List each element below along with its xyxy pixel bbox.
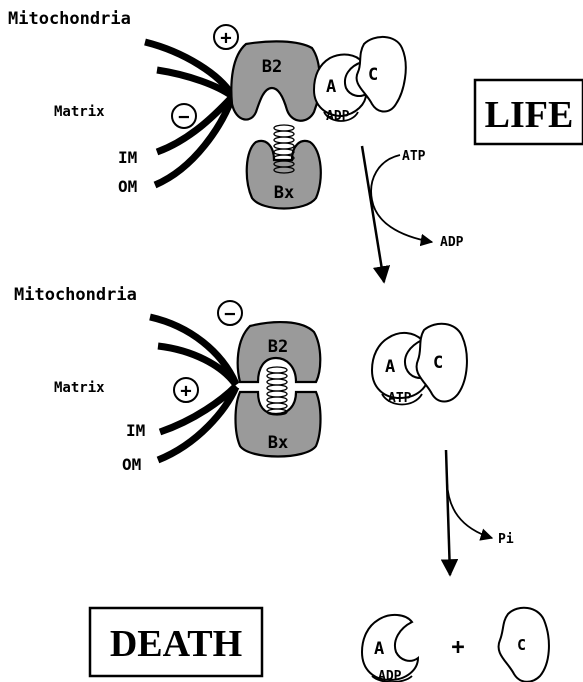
pi-out-label: Pi: [498, 532, 514, 547]
c-label: C: [433, 353, 443, 373]
panel-life: Mitochondria + − Matrix IM OM B2 Bx: [8, 9, 583, 209]
im-label: IM: [126, 421, 145, 440]
panel-death: DEATH A ADP + C: [90, 608, 549, 682]
om-label: OM: [118, 177, 137, 196]
transition-1: ATP ADP: [362, 146, 464, 282]
a-label: A: [374, 639, 384, 659]
a-label: A: [326, 77, 336, 97]
panel-transition: Mitochondria − + Matrix IM OM B2 Bx: [14, 285, 467, 474]
svg-text:−: −: [178, 106, 189, 128]
svg-text:+: +: [180, 380, 191, 402]
matrix-label: Matrix: [54, 380, 105, 396]
charge-inner-icon: −: [172, 104, 196, 128]
im-label: IM: [118, 148, 137, 167]
nucleotide-label: ADP: [326, 109, 350, 124]
mitochondria-label: Mitochondria: [8, 9, 131, 29]
plus-sign: +: [451, 635, 464, 660]
adp-out-label: ADP: [440, 235, 464, 250]
life-label: LIFE: [485, 94, 574, 136]
exchange-curve-icon: [371, 155, 432, 242]
charge-outer-icon: −: [218, 301, 242, 325]
nucleotide-label: ADP: [378, 669, 402, 682]
charge-inner-icon: +: [174, 378, 198, 402]
c-label: C: [368, 65, 378, 85]
a-label: A: [385, 357, 395, 377]
atp-in-label: ATP: [402, 149, 426, 164]
matrix-label: Matrix: [54, 104, 105, 120]
bx-label: Bx: [268, 433, 288, 453]
transition-2: Pi: [446, 450, 514, 575]
down-arrow-icon: [446, 450, 450, 575]
helix-coil-icon: [267, 367, 287, 415]
svg-text:+: +: [220, 27, 231, 49]
bx-label: Bx: [274, 183, 294, 203]
svg-text:−: −: [224, 303, 235, 325]
death-label: DEATH: [110, 623, 242, 665]
om-label: OM: [122, 455, 141, 474]
b2-label: B2: [268, 337, 288, 357]
charge-outer-icon: +: [214, 25, 238, 49]
bcl2-protein-icon: [231, 41, 319, 120]
b2-label: B2: [262, 57, 282, 77]
nucleotide-label: ATP: [388, 391, 412, 406]
release-curve-icon: [447, 482, 492, 538]
c-label: C: [517, 636, 526, 654]
mitochondria-label: Mitochondria: [14, 285, 137, 305]
